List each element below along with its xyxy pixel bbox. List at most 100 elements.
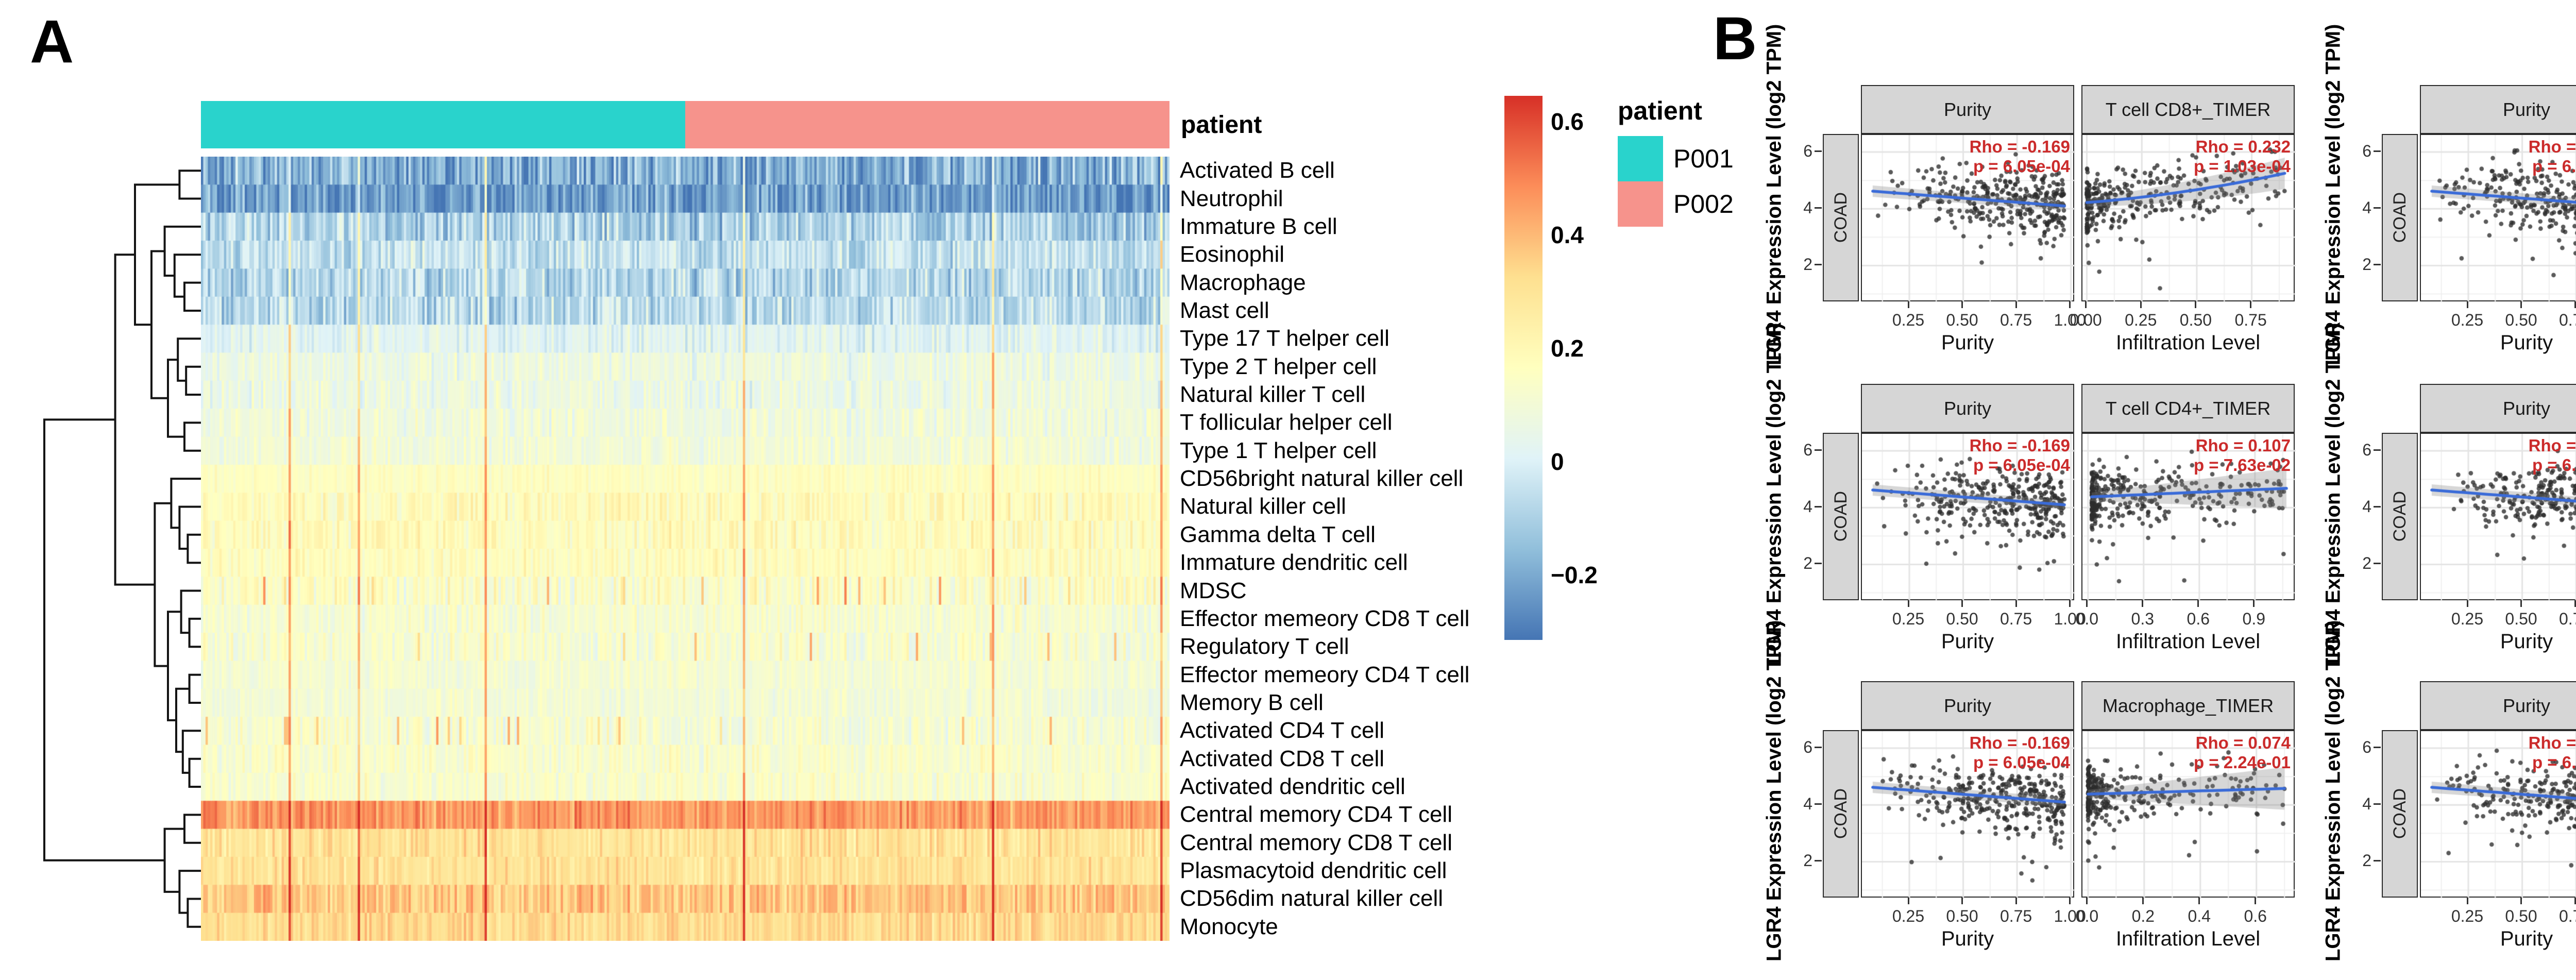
x-tick-mark [2015,600,2017,607]
x-axis-title: Purity [2500,630,2553,653]
x-tick-mark [2198,898,2200,904]
scatter-canvas [2421,731,2576,899]
x-tick-label: 0.75 [1999,311,2032,329]
x-tick-mark [1907,600,1909,607]
heatmap-row-label: Neutrophil [1180,185,1283,211]
heatmap-row-label: Natural killer T cell [1180,382,1366,408]
facet-strip-title: Macrophage_TIMER [2081,681,2295,730]
y-tick-mark [2374,505,2381,508]
x-tick-mark [2253,600,2255,607]
rho-annotation: Rho = 0.232 [2195,137,2291,156]
x-tick-mark [2086,600,2088,607]
cancer-type-label: COAD [1831,491,1851,542]
heatmap-row-label: Activated CD8 T cell [1180,746,1384,771]
x-tick-mark [2069,898,2071,904]
heatmap-row-label: Immature B cell [1180,213,1337,239]
x-tick-mark [2520,301,2522,308]
patient-legend: patient P001 P002 [1618,96,1734,227]
facet-strip-title: T cell CD8+_TIMER [2081,85,2295,134]
x-tick-mark [2015,301,2017,308]
p-value-annotation: p = 6.05e-04 [1973,157,2070,176]
x-tick-label: 0.25 [1892,610,1925,628]
heatmap-row-label: Activated CD4 T cell [1180,718,1384,744]
y-tick-label: 6 [2362,441,2371,460]
facet-strip-title: T cell CD4+_TIMER [2081,384,2295,433]
legend-label-p002: P002 [1673,190,1734,218]
facet-strip-title: Purity [1861,384,2074,433]
scatter-canvas [2082,434,2296,601]
panel-b-label: B [1713,5,1757,73]
y-tick-label: 2 [1803,554,1812,573]
x-tick-label: 0.75 [2234,311,2267,329]
legend-title: patient [1618,96,1702,125]
x-tick-mark [1961,898,1963,904]
heatmap-row-label: Central memory CD8 T cell [1180,830,1452,855]
rho-annotation: Rho = -0.169 [1969,436,2070,455]
x-tick-label: 0.50 [2179,311,2212,329]
x-tick-mark [2520,600,2522,607]
y-tick-label: 2 [2362,851,2371,870]
cancer-type-strip: COAD [2382,433,2418,600]
x-tick-mark [2255,898,2257,904]
facet-strip-title: Purity [1861,85,2074,134]
heatmap-row-label: T follicular helper cell [1180,410,1393,435]
x-tick-mark [2574,600,2576,607]
x-tick-label: 0.25 [1892,311,1925,329]
cancer-type-strip: COAD [1823,730,1859,898]
x-tick-label: 0.25 [1892,907,1925,925]
panel-a-label: A [30,8,74,76]
colorbar-tick-label: 0.2 [1551,334,1584,362]
scatter-canvas [1862,731,2075,899]
y-tick-label: 4 [1803,795,1812,814]
x-tick-mark [2197,600,2199,607]
scatter-canvas [2421,434,2576,601]
x-axis-title: Infiltration Level [2115,630,2261,653]
x-axis-title: Purity [2500,927,2553,950]
y-tick-label: 2 [1803,851,1812,870]
rho-annotation: Rho = -0.169 [2528,137,2576,156]
colorbar-tick-label: 0.6 [1551,108,1584,135]
x-tick-label: 0.50 [1946,610,1978,628]
heatmap-row-label: Monocyte [1180,914,1278,939]
x-tick-mark [2466,301,2468,308]
x-tick-mark [2574,898,2576,904]
x-tick-mark [1961,600,1963,607]
p-value-annotation: p = 2.24e-01 [2193,753,2291,772]
y-tick-mark [2374,207,2381,209]
x-tick-mark [2466,898,2468,904]
x-tick-label: 0.50 [2505,610,2537,628]
x-tick-mark [2250,301,2252,308]
y-tick-label: 4 [2362,497,2371,516]
legend-label-p001: P001 [1673,144,1734,173]
x-tick-mark [2142,600,2144,607]
x-tick-label: 0.3 [2131,610,2155,628]
x-tick-mark [2015,898,2017,904]
x-tick-label: 0.0 [2075,907,2099,925]
scatter-panel [1861,134,2075,302]
rho-annotation: Rho = -0.169 [1969,137,2070,156]
heatmap-row-label: CD56dim natural killer cell [1180,886,1444,911]
cancer-type-strip: COAD [2382,730,2418,898]
x-tick-label: 0.25 [2125,311,2157,329]
cancer-type-label: COAD [2389,192,2410,243]
x-tick-mark [1907,898,1909,904]
heatmap-row-label: Effector memeory CD8 T cell [1180,605,1470,631]
y-tick-mark [1815,746,1822,748]
cancer-type-label: COAD [2389,491,2410,542]
heatmap-row-label: Type 17 T helper cell [1180,326,1389,351]
x-tick-label: 0.6 [2187,610,2210,628]
legend-item-p001: P001 [1618,136,1734,181]
scatter-panel [2081,134,2296,302]
x-tick-label: 0.25 [2451,907,2484,925]
y-tick-mark [2374,803,2381,805]
cancer-type-label: COAD [2389,788,2410,839]
x-tick-mark [2574,301,2576,308]
y-tick-mark [1815,207,1822,209]
y-tick-label: 6 [1803,441,1812,460]
y-tick-label: 2 [2362,554,2371,573]
x-tick-label: 0.9 [2242,610,2266,628]
scatter-panel [2081,433,2296,601]
annotation-group-p002 [685,101,1170,148]
x-tick-mark [1907,301,1909,308]
